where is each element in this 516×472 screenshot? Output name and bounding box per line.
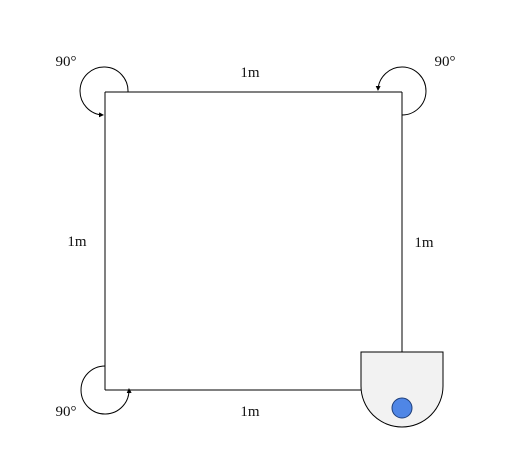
turn-arc-bottom-left [80, 365, 132, 415]
turn-label-top-left: 90° [56, 54, 77, 70]
turn-arc-top-right [375, 66, 427, 116]
robot-sensor [391, 397, 413, 419]
side-label-left: 1m [67, 234, 87, 250]
turn-arc-top-left [79, 66, 129, 118]
side-label-right: 1m [414, 235, 434, 251]
robot-icon [360, 351, 444, 428]
turn-label-top-right: 90° [435, 54, 456, 70]
side-label-bottom: 1m [240, 404, 260, 420]
side-label-top: 1m [240, 65, 260, 81]
robot-body [360, 351, 444, 428]
turn-label-bottom-left: 90° [56, 404, 77, 420]
